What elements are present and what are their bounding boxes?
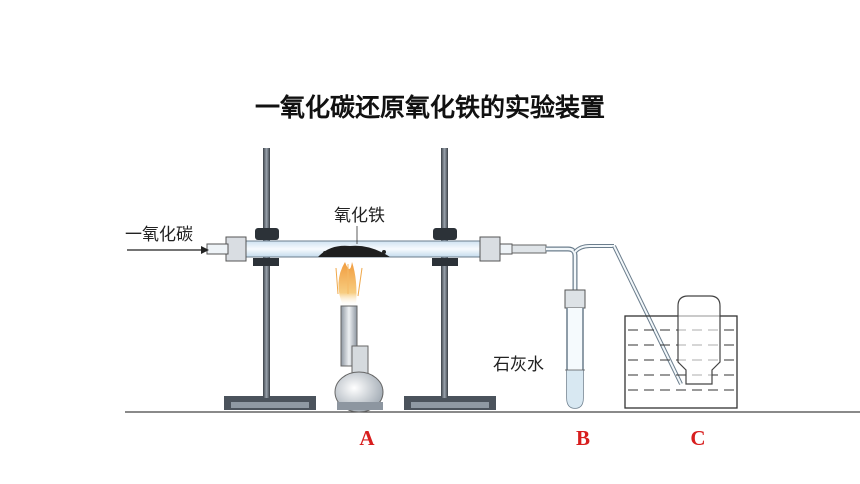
limewater-label: 石灰水 <box>493 355 544 375</box>
gas-inlet-arrow <box>127 246 209 254</box>
stand-rod <box>263 148 270 398</box>
apparatus-key-b: B <box>576 426 590 450</box>
iron-stand-left <box>224 148 316 410</box>
outlet-tube <box>511 244 683 385</box>
apparatus-key-a: A <box>359 426 375 450</box>
stopper-right <box>479 236 501 262</box>
page-title: 一氧化碳还原氧化铁的实验装置 <box>254 93 605 122</box>
tube-stopper <box>564 289 586 309</box>
stopper-left <box>225 236 247 262</box>
inlet-tube <box>206 243 229 255</box>
collection-bottle <box>677 295 721 385</box>
iron-stand-right <box>404 148 496 410</box>
alcohol-burner <box>334 305 384 413</box>
limewater <box>567 370 583 408</box>
stand-rod <box>441 148 448 398</box>
clamp-top <box>433 228 457 240</box>
flame <box>335 262 363 306</box>
test-tube-b <box>564 289 586 409</box>
water-trough-c <box>624 295 738 409</box>
clamp-bottom <box>432 258 458 266</box>
gas-in-label: 一氧化碳 <box>125 225 193 245</box>
iron-oxide-label: 氧化铁 <box>334 206 385 226</box>
iron-oxide-powder <box>318 245 390 257</box>
clamp-top <box>255 228 279 240</box>
apparatus-key-c: C <box>690 426 705 450</box>
clamp-bottom <box>253 258 279 266</box>
reaction-tube <box>206 236 513 262</box>
